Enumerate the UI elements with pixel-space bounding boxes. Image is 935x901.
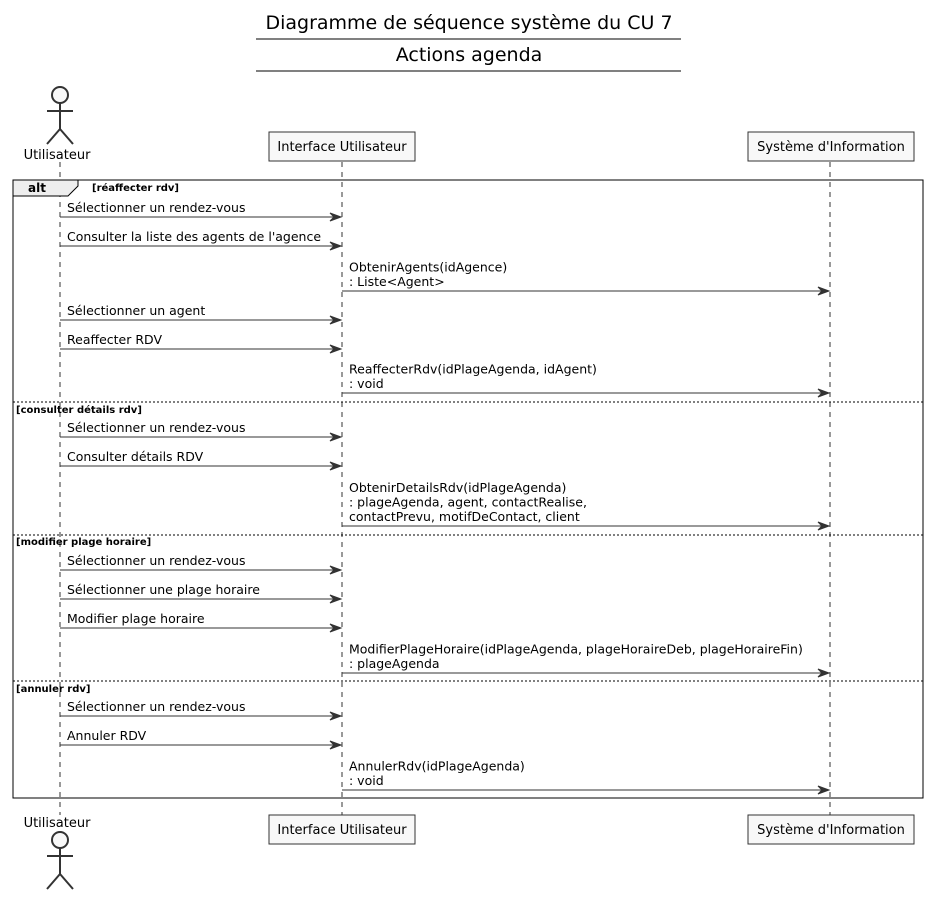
- message-16-label-line-2: : void: [349, 773, 384, 788]
- message-2: Consulter la liste des agents de l'agenc…: [60, 229, 343, 251]
- message-16: AnnulerRdv(idPlageAgenda): void: [342, 759, 831, 795]
- message-6-label-line-1: ReaffecterRdv(idPlageAgenda, idAgent): [349, 362, 597, 377]
- actor-figure-bottom: [46, 831, 74, 890]
- message-5-arrowhead: [329, 344, 343, 354]
- message-6-label-line-2: : void: [349, 376, 384, 391]
- participant-si-bottom: [747, 814, 915, 845]
- message-13: ModifierPlageHoraire(idPlageAgenda, plag…: [342, 642, 831, 678]
- message-13-arrowhead: [817, 668, 831, 678]
- message-9: ObtenirDetailsRdv(idPlageAgenda): plageA…: [342, 480, 831, 531]
- message-3: ObtenirAgents(idAgence): Liste<Agent>: [342, 260, 831, 296]
- guard-label-1: [réaffecter rdv]: [92, 182, 179, 194]
- message-2-label: Consulter la liste des agents de l'agenc…: [67, 229, 321, 244]
- participant-ui-label-top: Interface Utilisateur: [277, 140, 407, 155]
- actor-figure-top: [46, 86, 74, 145]
- message-15: Annuler RDV: [60, 728, 343, 750]
- message-11-arrowhead: [329, 594, 343, 604]
- participant-ui-top: [268, 131, 416, 162]
- message-1: Sélectionner un rendez-vous: [60, 200, 343, 222]
- message-11: Sélectionner une plage horaire: [60, 582, 343, 604]
- message-3-label-line-2: : Liste<Agent>: [349, 274, 445, 289]
- message-9-label-line-2: : plageAgenda, agent, contactRealise,: [349, 495, 587, 510]
- message-8-arrowhead: [329, 461, 343, 471]
- actor-label-top: Utilisateur: [24, 148, 92, 163]
- message-2-arrowhead: [329, 241, 343, 251]
- diagram-subtitle: Actions agenda: [396, 44, 543, 66]
- message-11-label: Sélectionner une plage horaire: [67, 582, 260, 597]
- participant-ui-bottom: [268, 814, 416, 845]
- alt-fragment-tab: [12, 179, 79, 197]
- message-9-label-line-1: ObtenirDetailsRdv(idPlageAgenda): [349, 480, 566, 495]
- message-9-arrowhead: [817, 521, 831, 531]
- message-6-arrowhead: [817, 388, 831, 398]
- message-14-arrowhead: [329, 711, 343, 721]
- guard-label-2: [consulter détails rdv]: [16, 404, 142, 416]
- message-9-label-line-3: contactPrevu, motifDeContact, client: [349, 509, 580, 524]
- message-1-arrowhead: [329, 212, 343, 222]
- message-7: Sélectionner un rendez-vous: [60, 420, 343, 442]
- message-7-label: Sélectionner un rendez-vous: [67, 420, 245, 435]
- message-10-label: Sélectionner un rendez-vous: [67, 553, 245, 568]
- guard-label-3: [modifier plage horaire]: [16, 537, 151, 548]
- participant-si-label-top: Système d'Information: [757, 140, 905, 155]
- message-1-label: Sélectionner un rendez-vous: [67, 200, 245, 215]
- message-15-label: Annuler RDV: [67, 728, 147, 743]
- message-14-label: Sélectionner un rendez-vous: [67, 699, 245, 714]
- participant-si-label-bottom: Système d'Information: [757, 823, 905, 838]
- message-4: Sélectionner un agent: [60, 303, 343, 325]
- alt-fragment-frame: [12, 179, 924, 799]
- alt-operator-label: alt: [28, 181, 46, 195]
- message-10: Sélectionner un rendez-vous: [60, 553, 343, 575]
- message-7-arrowhead: [329, 432, 343, 442]
- actor-label-bottom: Utilisateur: [24, 816, 92, 831]
- message-8: Consulter détails RDV: [60, 449, 343, 471]
- message-4-arrowhead: [329, 315, 343, 325]
- message-16-arrowhead: [817, 785, 831, 795]
- message-4-label: Sélectionner un agent: [67, 303, 205, 318]
- message-13-label-line-2: : plageAgenda: [349, 656, 440, 671]
- message-3-arrowhead: [817, 286, 831, 296]
- message-8-label: Consulter détails RDV: [67, 449, 204, 464]
- message-15-arrowhead: [329, 740, 343, 750]
- message-5-label: Reaffecter RDV: [67, 332, 162, 347]
- message-12: Modifier plage horaire: [60, 611, 343, 633]
- guard-label-4: [annuler rdv]: [16, 684, 90, 695]
- message-3-label-line-1: ObtenirAgents(idAgence): [349, 260, 507, 275]
- message-12-arrowhead: [329, 623, 343, 633]
- message-14: Sélectionner un rendez-vous: [60, 699, 343, 721]
- message-6: ReaffecterRdv(idPlageAgenda, idAgent): v…: [342, 362, 831, 398]
- message-5: Reaffecter RDV: [60, 332, 343, 354]
- message-13-label-line-1: ModifierPlageHoraire(idPlageAgenda, plag…: [349, 642, 803, 657]
- participant-ui-label-bottom: Interface Utilisateur: [277, 823, 407, 838]
- diagram-title: Diagramme de séquence système du CU 7: [265, 12, 672, 34]
- participant-si-top: [747, 131, 915, 162]
- message-12-label: Modifier plage horaire: [67, 611, 205, 626]
- message-16-label-line-1: AnnulerRdv(idPlageAgenda): [349, 759, 525, 774]
- message-10-arrowhead: [329, 565, 343, 575]
